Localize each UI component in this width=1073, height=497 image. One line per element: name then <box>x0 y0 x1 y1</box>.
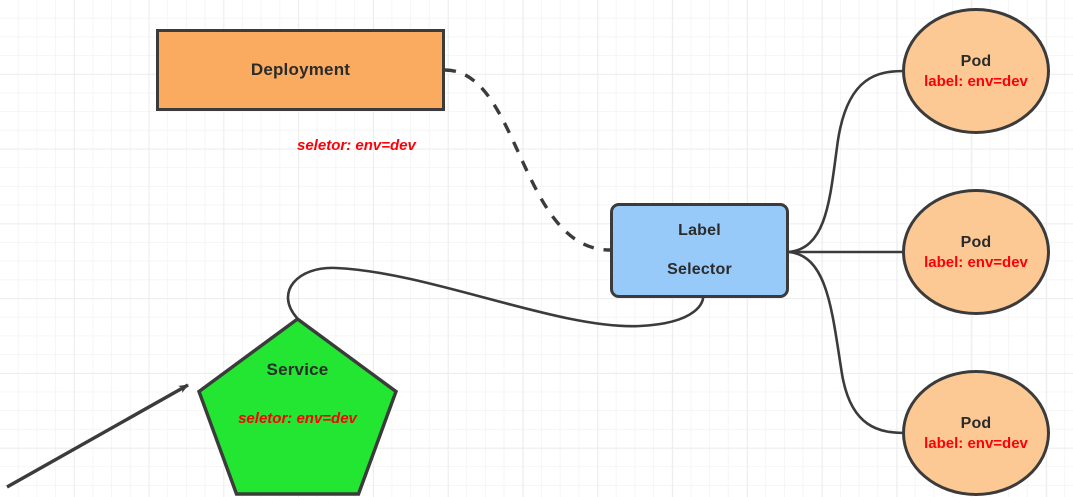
node-pod-3[interactable]: Pod label: env=dev <box>902 370 1050 496</box>
pod-3-selector-caption: label: env=dev <box>924 434 1028 452</box>
pod-1-selector-caption: label: env=dev <box>924 72 1028 90</box>
deployment-selector-caption: seletor: env=dev <box>297 137 416 154</box>
service-label: Service <box>266 360 329 379</box>
node-label-selector[interactable]: Label Selector <box>610 203 789 298</box>
pod-3-label: Pod <box>960 414 992 432</box>
label-selector-line-1: Label <box>678 222 721 239</box>
node-service[interactable]: Service seletor: env=dev <box>196 316 399 497</box>
edge-label-selector-to-pod-1 <box>788 69 906 254</box>
edge-inbound-traffic-to-service <box>6 383 189 489</box>
service-pentagon-shape <box>196 316 399 496</box>
node-pod-1[interactable]: Pod label: env=dev <box>902 8 1050 134</box>
node-pod-2[interactable]: Pod label: env=dev <box>902 189 1050 315</box>
pod-2-selector-caption: label: env=dev <box>924 253 1028 271</box>
pod-2-label: Pod <box>960 233 992 251</box>
service-selector-caption: seletor: env=dev <box>238 410 357 427</box>
edge-deployment-to-label-selector <box>444 68 611 252</box>
edge-label-selector-to-pod-3 <box>788 250 907 435</box>
pod-1-label: Pod <box>960 52 992 70</box>
service-text-block: Service seletor: env=dev <box>196 360 399 427</box>
node-deployment[interactable]: Deployment <box>156 29 445 111</box>
deployment-label: Deployment <box>250 60 351 79</box>
label-selector-line-2: Selector <box>667 261 732 278</box>
